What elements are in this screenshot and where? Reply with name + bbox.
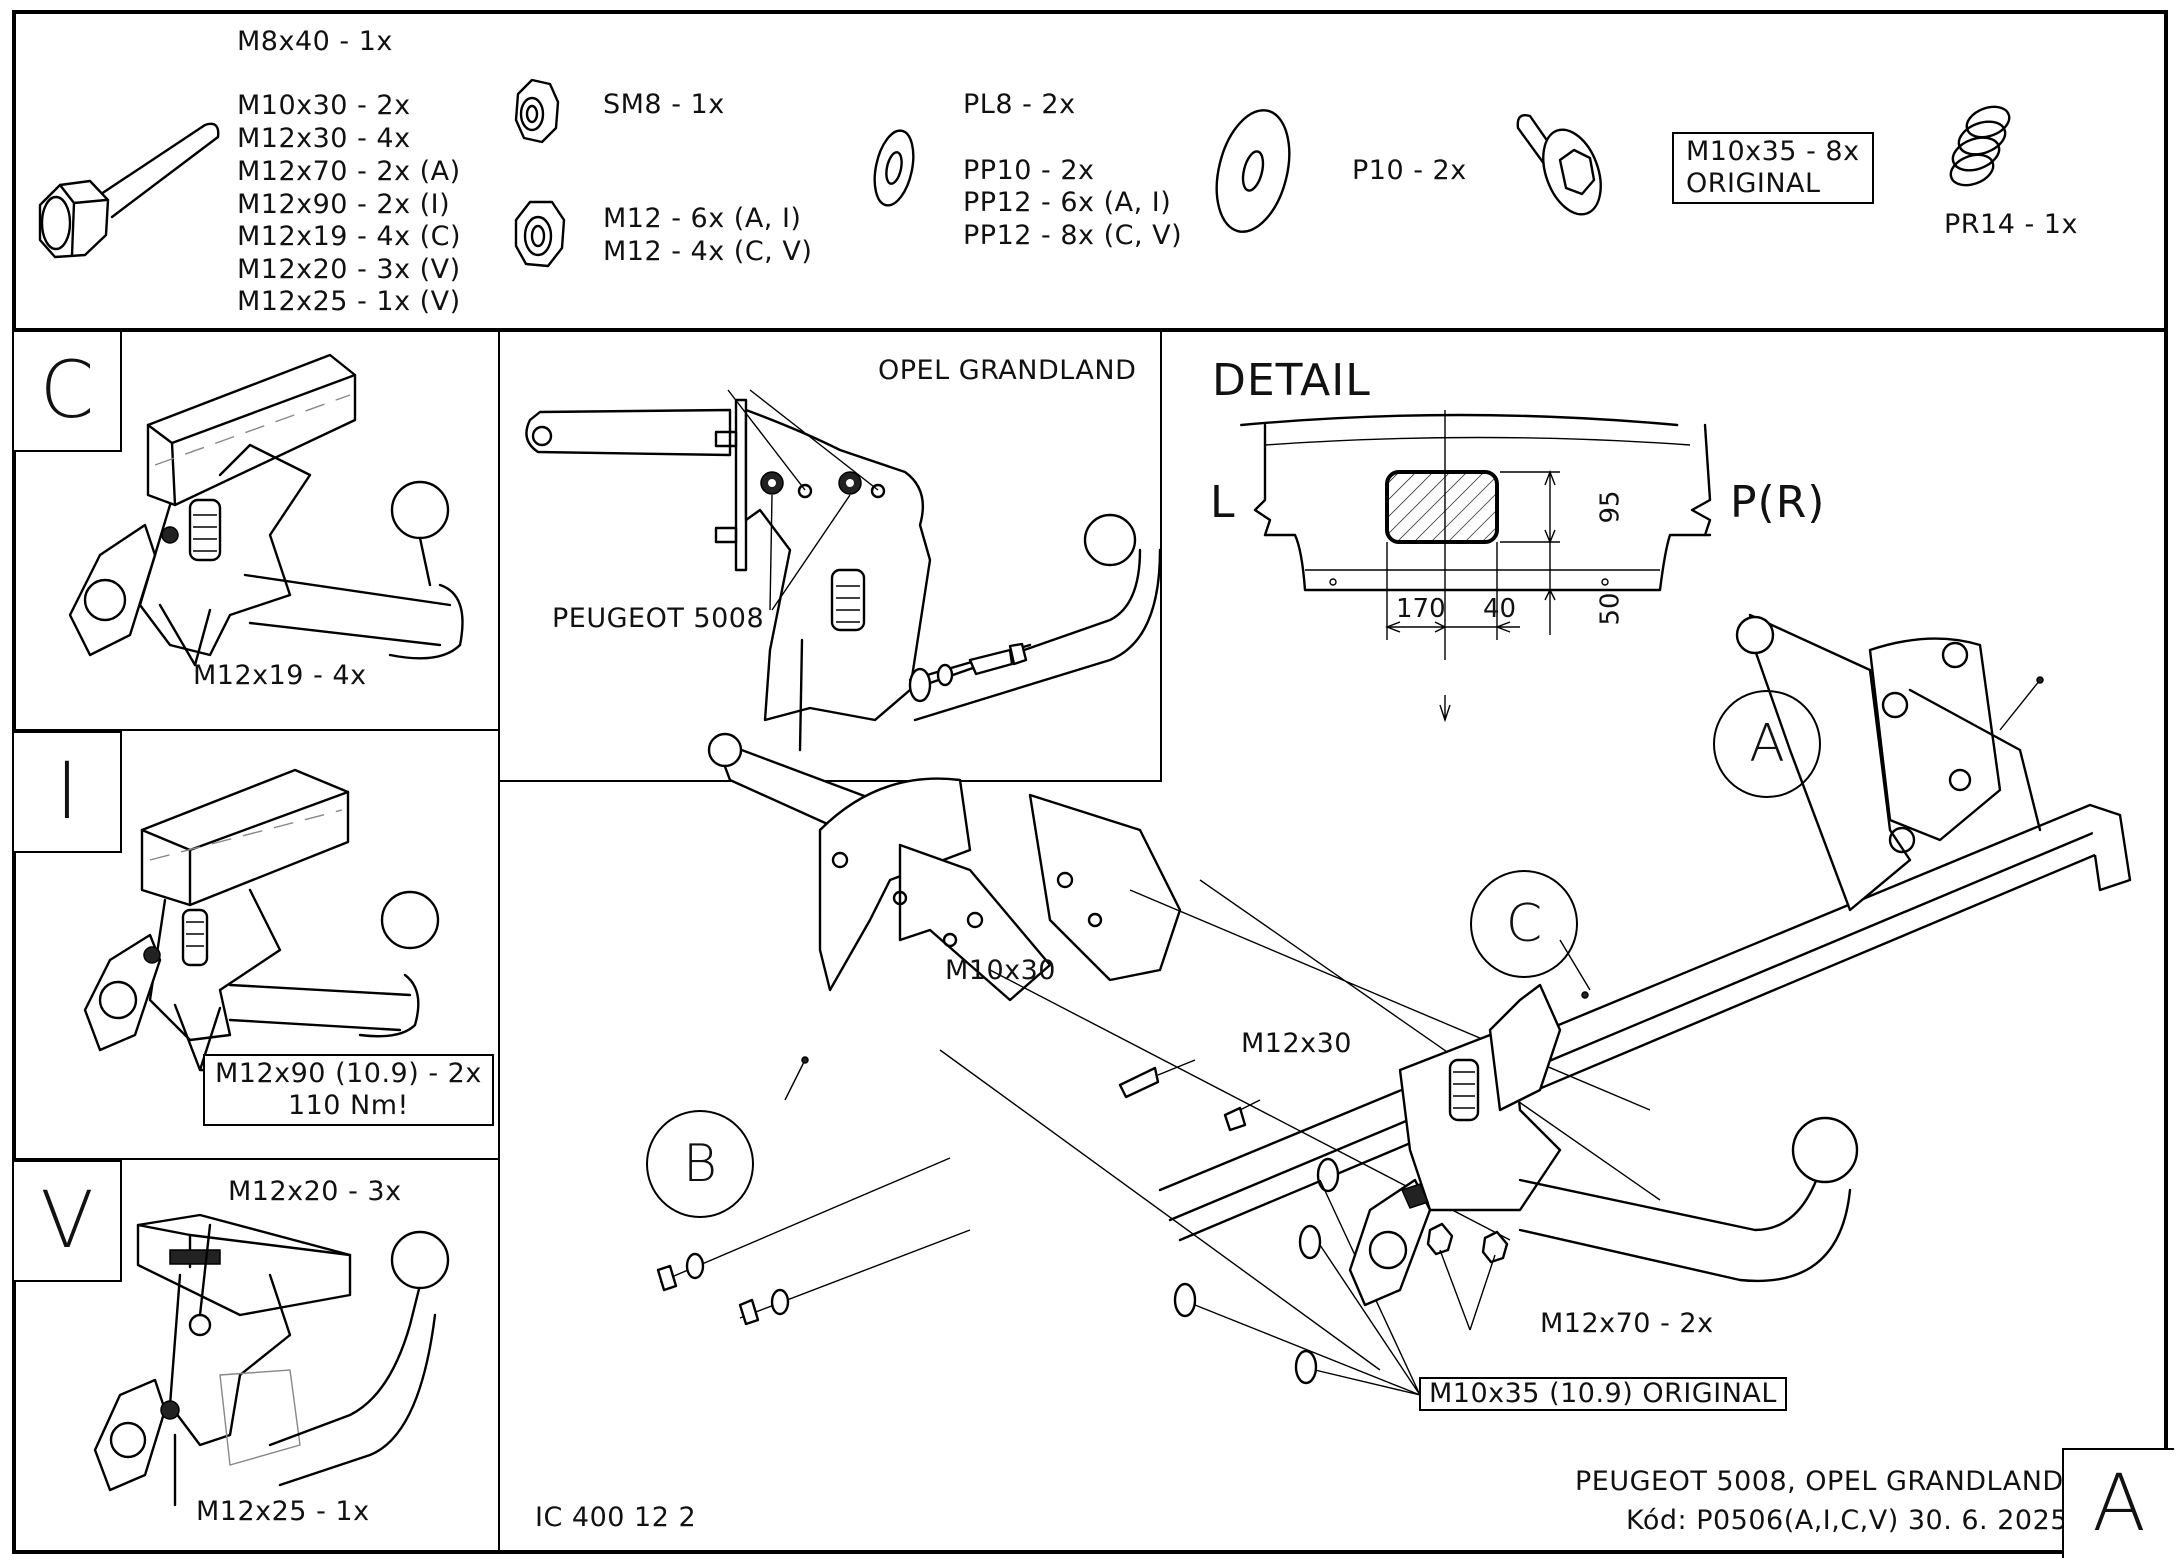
spring-pr14: PR14 - 1x	[1944, 209, 2078, 240]
inset-bracket-illustration	[525, 389, 1162, 752]
flange-bolt-icon	[1516, 114, 1602, 216]
inset-label-opel: OPEL GRANDLAND	[878, 355, 1137, 386]
detail-dim-height: 95	[1595, 490, 1626, 524]
spring-icon	[1949, 105, 2011, 187]
variant-i-towbar-illustration	[83, 768, 440, 1072]
hex-bolt-icon	[38, 122, 220, 259]
original-bolt-label: M10x35 - 8x ORIGINAL	[1672, 132, 1874, 204]
variant-c-badge: C	[12, 330, 122, 452]
original-bolt-note: ORIGINAL	[1686, 168, 1821, 199]
washer-pp12-ai: PP12 - 6x (A, I)	[963, 187, 1172, 218]
product-code-date: Kód: P0506(A,I,C,V) 30. 6. 2025	[1626, 1505, 2068, 1536]
washer-p10: P10 - 2x	[1352, 155, 1467, 186]
bolt-m12x19: M12x19 - 4x (C)	[237, 221, 462, 252]
parts-strip-divider	[12, 328, 2168, 332]
i-v-divider	[12, 1158, 500, 1160]
bolt-m12x20: M12x20 - 3x (V)	[237, 254, 461, 285]
nut-sm8: SM8 - 1x	[603, 89, 725, 120]
bolt-m12x30: M12x30 - 4x	[237, 123, 411, 154]
vehicle-models: PEUGEOT 5008, OPEL GRANDLAND	[1575, 1466, 2064, 1497]
variant-i-callout-torque: 110 Nm!	[287, 1090, 409, 1121]
detail-side-left: L	[1210, 477, 1236, 528]
detail-dim-right: 40	[1483, 594, 1517, 624]
variant-v-badge: V	[12, 1160, 122, 1282]
bolt-m12x25: M12x25 - 1x (V)	[237, 286, 461, 317]
bolt-m8x40: M8x40 - 1x	[237, 26, 393, 57]
variant-i-callout-bolt: M12x90 (10.9) - 2x	[215, 1058, 482, 1089]
callout-m10x30: M10x30	[945, 955, 1056, 986]
left-column-divider	[498, 330, 500, 1554]
bolt-m12x90: M12x90 - 2x (I)	[237, 189, 451, 220]
bolt-m10x30: M10x30 - 2x	[237, 90, 411, 121]
c-i-divider	[12, 729, 500, 731]
bolt-m12x70: M12x70 - 2x (A)	[237, 156, 461, 187]
washer-pl8: PL8 - 2x	[963, 89, 1076, 120]
detail-dim-left: 170	[1396, 594, 1446, 624]
hex-nut-icon	[514, 200, 566, 268]
part-a-label: A	[1713, 690, 1821, 798]
main-assembly-illustration	[656, 613, 2132, 1396]
variant-v-towbar-illustration	[93, 1213, 450, 1507]
variant-c-towbar-illustration	[68, 353, 464, 667]
callout-m12x70: M12x70 - 2x	[1540, 1308, 1714, 1339]
large-washer-icon	[1215, 109, 1291, 233]
detail-side-right: P(R)	[1730, 477, 1826, 528]
part-b-label: B	[646, 1110, 754, 1218]
nut-m12-ai: M12 - 6x (A, I)	[603, 203, 802, 234]
original-bolt-size: M10x35 - 8x	[1686, 136, 1860, 167]
nut-m12-cv: M12 - 4x (C, V)	[603, 236, 813, 267]
callout-m12x30: M12x30	[1241, 1028, 1352, 1059]
washer-icon	[873, 129, 915, 207]
washer-pp10: PP10 - 2x	[963, 155, 1095, 186]
inset-label-peugeot: PEUGEOT 5008	[552, 603, 765, 634]
variant-c-callout: M12x19 - 4x	[193, 660, 367, 691]
variant-i-callout: M12x90 (10.9) - 2x 110 Nm!	[203, 1054, 494, 1126]
detail-bumper-section	[1240, 410, 1712, 723]
drawing-number: IC 400 12 2	[535, 1502, 697, 1533]
variant-v-callout-bottom: M12x25 - 1x	[196, 1496, 370, 1527]
washer-pp12-cv: PP12 - 8x (C, V)	[963, 220, 1183, 251]
variant-v-callout-top: M12x20 - 3x	[228, 1176, 402, 1207]
part-c-label: C	[1470, 870, 1578, 978]
sheet-variant-badge: A	[2062, 1448, 2174, 1558]
detail-title: DETAIL	[1212, 355, 1371, 406]
variant-i-badge: I	[12, 731, 122, 853]
callout-m10x35-original: M10x35 (10.9) ORIGINAL	[1419, 1377, 1787, 1411]
self-locking-nut-icon	[514, 78, 560, 144]
